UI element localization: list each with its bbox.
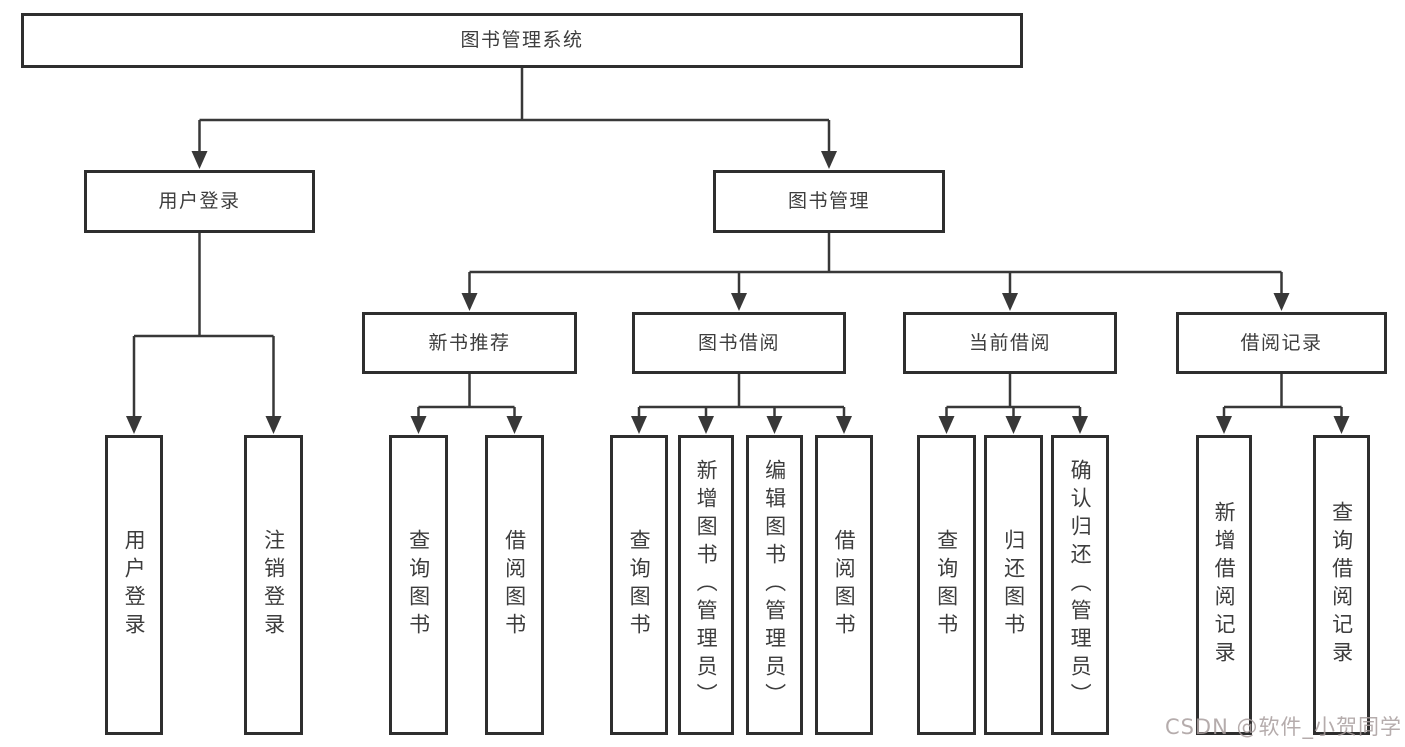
node-current-borrow-label: 当前借阅 (968, 331, 1051, 354)
arrowhead-icon (506, 416, 523, 434)
leaf-edit-book-admin-label: 编辑图书（管理员） (762, 459, 787, 711)
arrowhead-icon (731, 293, 747, 311)
leaf-user-login: 用户登录 (105, 435, 163, 735)
arrowhead-icon (698, 416, 714, 434)
arrowhead-icon (1273, 293, 1290, 311)
connector-userlogin-to-leaves (132, 233, 275, 418)
connector-root-to-level2 (198, 68, 831, 153)
node-root: 图书管理系统 (21, 13, 1023, 68)
arrowhead-icon (836, 416, 852, 434)
arrowhead-icon (1005, 416, 1022, 434)
leaf-borrow-book: 借阅图书 (815, 435, 873, 735)
node-book-borrow-label: 图书借阅 (697, 331, 780, 354)
node-book-mgmt-label: 图书管理 (787, 190, 870, 212)
leaf-logout-label: 注销登录 (261, 529, 286, 641)
node-current-borrow: 当前借阅 (903, 312, 1117, 374)
arrowhead-icon (1072, 416, 1088, 434)
arrowhead-icon (126, 416, 142, 434)
leaf-query-book-current: 查询图书 (917, 435, 976, 735)
arrowhead-icon (1333, 416, 1350, 434)
arrowheads (126, 151, 1350, 434)
arrowhead-icon (1216, 416, 1232, 434)
csdn-watermark: CSDN @软件_小贺同学 (1164, 715, 1402, 739)
node-user-login-label: 用户登录 (158, 190, 241, 212)
node-new-book-rec-label: 新书推荐 (428, 331, 511, 354)
leaf-query-book-borrow-label: 查询图书 (627, 529, 652, 641)
leaf-user-login-label: 用户登录 (122, 529, 147, 641)
leaf-add-book-admin: 新增图书（管理员） (678, 435, 734, 735)
leaf-borrow-book-label: 借阅图书 (832, 529, 857, 641)
leaf-query-borrow-record: 查询借阅记录 (1313, 435, 1370, 735)
connector-bookmgmt-to-level3 (468, 233, 1283, 295)
arrowhead-icon (265, 416, 282, 434)
leaf-edit-book-admin: 编辑图书（管理员） (746, 435, 803, 735)
node-borrow-record-label: 借阅记录 (1240, 331, 1323, 354)
arrowhead-icon (631, 416, 647, 434)
leaf-add-borrow-record: 新增借阅记录 (1196, 435, 1252, 735)
arrowhead-icon (191, 151, 208, 169)
leaf-query-book-borrow: 查询图书 (610, 435, 668, 735)
leaf-return-book: 归还图书 (984, 435, 1043, 735)
leaf-confirm-return-admin-label: 确认归还（管理员） (1068, 459, 1093, 711)
leaf-logout: 注销登录 (244, 435, 303, 735)
leaf-borrow-book-recommend: 借阅图书 (485, 435, 544, 735)
node-user-login: 用户登录 (84, 170, 315, 233)
leaf-query-book-current-label: 查询图书 (934, 529, 959, 641)
leaf-add-borrow-record-label: 新增借阅记录 (1212, 501, 1237, 669)
leaf-confirm-return-admin: 确认归还（管理员） (1051, 435, 1109, 735)
node-borrow-record: 借阅记录 (1176, 312, 1387, 374)
leaf-return-book-label: 归还图书 (1001, 529, 1026, 641)
arrowhead-icon (821, 151, 837, 169)
arrowhead-icon (766, 416, 783, 434)
leaf-borrow-book-recommend-label: 借阅图书 (502, 529, 527, 641)
leaf-query-book-recommend-label: 查询图书 (406, 529, 431, 641)
leaf-query-book-recommend: 查询图书 (389, 435, 448, 735)
arrowhead-icon (938, 416, 955, 434)
node-new-book-rec: 新书推荐 (362, 312, 577, 374)
arrowhead-icon (461, 293, 478, 311)
node-book-borrow: 图书借阅 (632, 312, 846, 374)
arrowhead-icon (1002, 293, 1018, 311)
node-book-mgmt: 图书管理 (713, 170, 945, 233)
connector-level3-to-leaves (417, 374, 1343, 418)
leaf-add-book-admin-label: 新增图书（管理员） (694, 459, 719, 711)
arrowhead-icon (410, 416, 427, 434)
node-root-label: 图书管理系统 (460, 29, 584, 51)
leaf-query-borrow-record-label: 查询借阅记录 (1329, 501, 1354, 669)
